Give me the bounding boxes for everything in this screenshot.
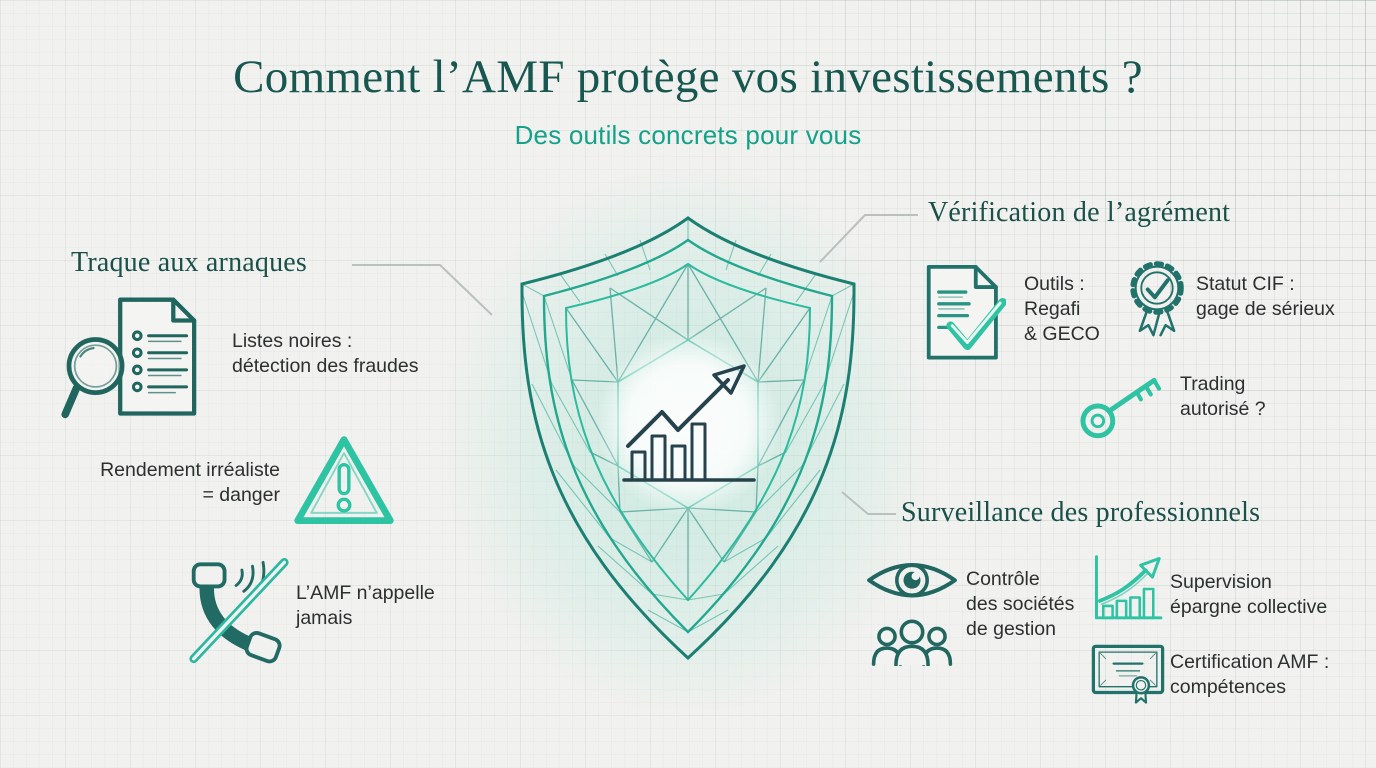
controle-societes-label: Contrôle des sociétés de gestion: [966, 568, 1075, 640]
section-heading-verification: Vérification de l’agrément: [928, 197, 1231, 228]
supervision-epargne-label: Supervision épargne collective: [1170, 571, 1328, 618]
wireframe-shield: [500, 212, 876, 664]
document-check-icon: [922, 255, 1006, 367]
warning-triangle-icon: [290, 430, 398, 534]
shield-graphic: [520, 216, 856, 661]
unrealistic-return-label: Rendement irréaliste = danger: [100, 459, 280, 506]
growth-chart-icon: [622, 364, 756, 482]
certification-amf-label: Certification AMF : compétences: [1170, 651, 1330, 698]
statut-cif-label: Statut CIF : gage de sérieux: [1196, 273, 1335, 320]
section-heading-surveillance: Surveillance des professionnels: [901, 497, 1261, 528]
page-subtitle: Des outils concrets pour vous: [514, 120, 862, 150]
amf-never-calls-label: L’AMF n’appelle jamais: [296, 582, 435, 629]
trading-authorized-label: Trading autorisé ?: [1180, 373, 1266, 420]
key-icon: [1078, 364, 1164, 448]
page-title: Comment l’AMF protège vos investissement…: [233, 51, 1143, 103]
rosette-badge-icon: [1124, 258, 1190, 338]
certificate-icon: [1090, 642, 1166, 704]
eye-group-icon: [862, 548, 962, 666]
blacklist-label: Listes noires : détection des fraudes: [232, 330, 419, 377]
phone-slash-icon: [186, 556, 292, 668]
section-heading-traque: Traque aux arnaques: [71, 247, 308, 278]
bar-chart-growth-icon: [1088, 550, 1166, 628]
regafi-geco-label: Outils : Regafi & GECO: [1024, 273, 1100, 345]
magnifier-blacklist-icon: [56, 294, 228, 422]
